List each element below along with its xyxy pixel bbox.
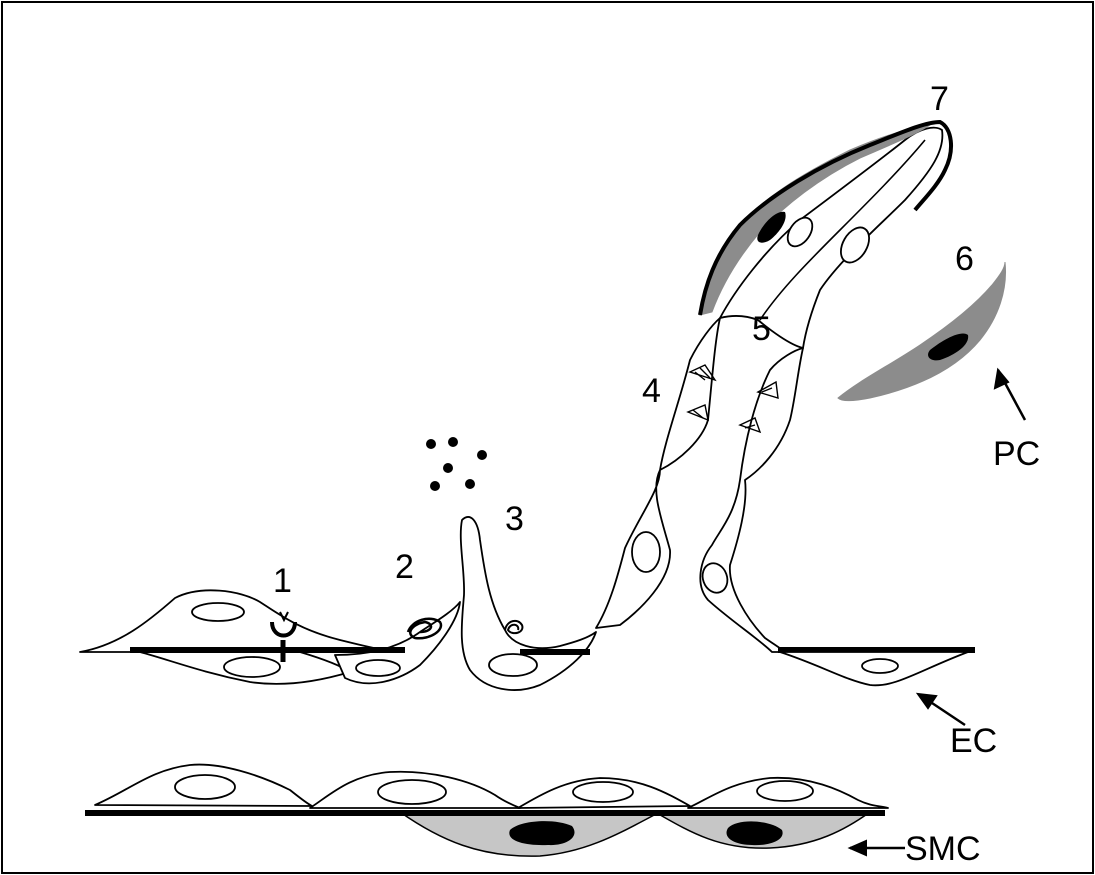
- step-label-4: 4: [642, 372, 661, 410]
- step-label-1: 1: [273, 562, 292, 600]
- smc-arrow: [850, 841, 905, 855]
- endothelial-nucleus: [175, 775, 235, 799]
- step-label-2: 2: [395, 548, 414, 586]
- smooth-muscle-label: SMC: [905, 830, 981, 868]
- step-label-6: 6: [955, 240, 974, 278]
- protease-scribble: [505, 621, 522, 633]
- growth-factor-dot: [465, 479, 475, 489]
- step-label-5: 5: [752, 310, 771, 348]
- endothelial-nucleus: [356, 660, 400, 676]
- endothelial-cell: [80, 590, 395, 652]
- growth-factor-dot: [477, 450, 487, 460]
- endothelial-nucleus: [757, 781, 813, 801]
- free-pericyte: [838, 262, 1006, 401]
- growth-factor-dot: [443, 463, 453, 473]
- step-label-7: 7: [930, 80, 949, 118]
- endothelial-nucleus: [378, 780, 446, 804]
- growth-factor-dot: [430, 481, 440, 491]
- growth-factor-dots: [426, 437, 487, 491]
- endothelial-nucleus: [489, 654, 537, 676]
- step-label-3: 3: [505, 500, 524, 538]
- endothelial-nucleus: [632, 532, 660, 572]
- upper-vessel: [80, 122, 975, 690]
- endothelial-nucleus: [192, 603, 244, 621]
- endothelial-nucleus: [573, 782, 633, 802]
- pericyte-cell: [838, 262, 1006, 401]
- endothelial-label: EC: [950, 722, 997, 760]
- growth-factor-dot: [448, 437, 458, 447]
- endothelial-nucleus: [862, 659, 898, 673]
- lower-vessel: [85, 765, 888, 857]
- pericyte-label: PC: [993, 435, 1040, 473]
- pc-arrow: [995, 370, 1025, 420]
- ec-arrow: [918, 694, 965, 725]
- endothelial-nucleus: [224, 657, 280, 677]
- sprout-stalk-cell: [700, 348, 803, 652]
- growth-factor-dot: [426, 439, 436, 449]
